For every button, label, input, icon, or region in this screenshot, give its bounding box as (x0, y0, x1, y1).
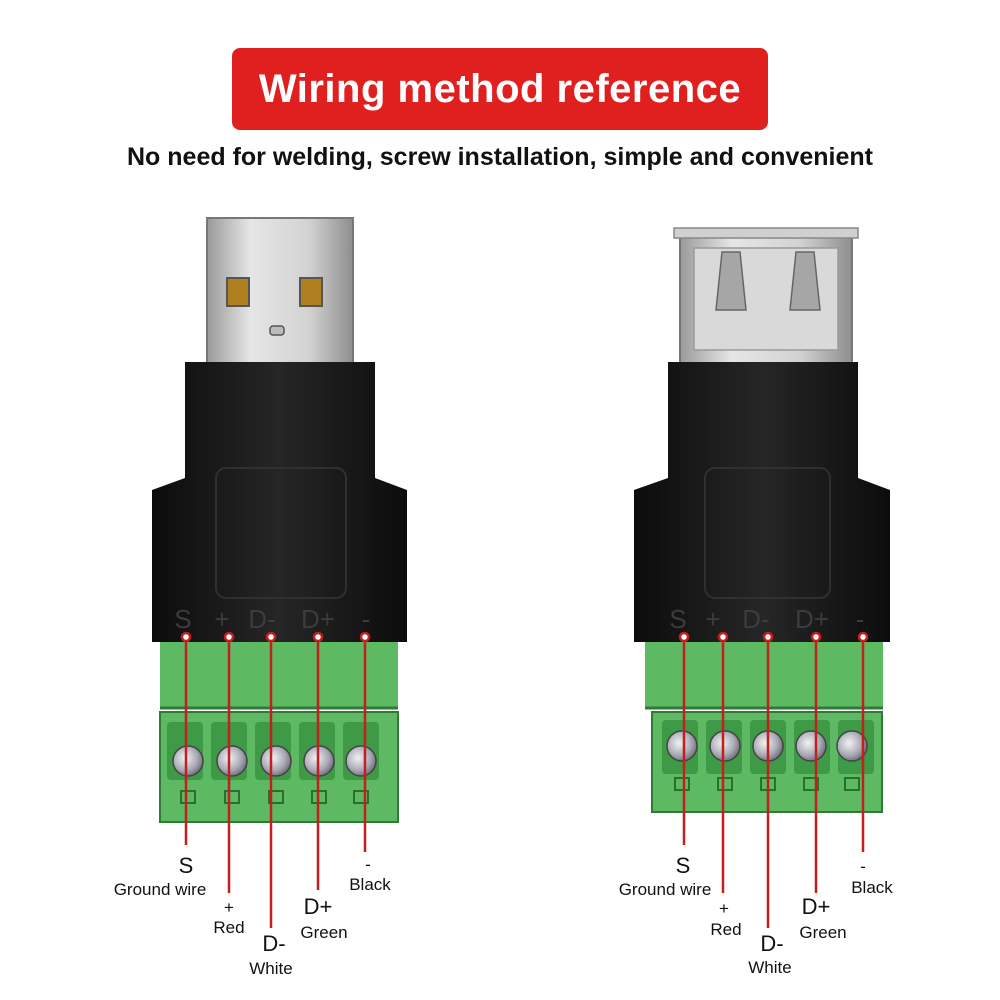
pin-label-white: White (748, 958, 792, 977)
pin-label-white: White (249, 959, 293, 978)
pin-symbol-d-minus: D- (760, 931, 784, 956)
pin-label-green: Green (799, 923, 847, 942)
pin-label-red: Red (213, 918, 245, 937)
pin-symbol-plus: + (719, 899, 729, 918)
pin-label-ground: Ground wire (113, 880, 207, 899)
pin-marking-minus: - (856, 604, 865, 634)
pin-marking-s: S (174, 604, 191, 634)
pin-symbol-ground: S (178, 853, 194, 878)
title-banner: Wiring method reference (232, 48, 768, 130)
pin-symbol-minus: - (860, 857, 866, 876)
pin-symbol-d-minus: D- (262, 931, 286, 956)
pin-label-red: Red (710, 920, 742, 939)
usb-female-housing: S + D- D+ - (634, 362, 890, 642)
pin-label-black: Black (851, 878, 893, 897)
page-title: Wiring method reference (258, 66, 742, 111)
pin-label-black: Black (349, 875, 391, 894)
pin-symbol-ground: S (675, 853, 691, 878)
pin-symbol-d-plus: D+ (303, 894, 333, 919)
pin-marking-s: S (669, 604, 686, 634)
pin-symbol-minus: - (365, 855, 371, 874)
pin-marking-plus: + (214, 604, 229, 634)
page-subtitle: No need for welding, screw installation,… (127, 143, 873, 171)
usb-female-wire-lines (678, 631, 869, 928)
usb-male-plug (206, 217, 354, 369)
pin-marking-d-minus: D- (248, 604, 275, 634)
usb-male-connector: S + D- D+ - (152, 217, 407, 928)
pin-symbol-plus: + (224, 898, 234, 917)
usb-male-terminal-block (159, 642, 399, 823)
pin-marking-d-minus: D- (742, 604, 769, 634)
pin-label-ground: Ground wire (618, 880, 712, 899)
pin-marking-minus: - (362, 604, 371, 634)
usb-female-receptacle (673, 227, 859, 371)
usb-male-wire-lines (180, 631, 371, 928)
pin-marking-d-plus: D+ (301, 604, 335, 634)
pin-symbol-d-plus: D+ (801, 894, 831, 919)
usb-female-connector: S + D- D+ - (634, 227, 890, 928)
pin-marking-plus: + (705, 604, 720, 634)
usb-male-housing: S + D- D+ - (152, 362, 407, 642)
usb-female-terminal-block (645, 642, 883, 813)
pin-label-green: Green (300, 923, 348, 942)
pin-marking-d-plus: D+ (795, 604, 829, 634)
